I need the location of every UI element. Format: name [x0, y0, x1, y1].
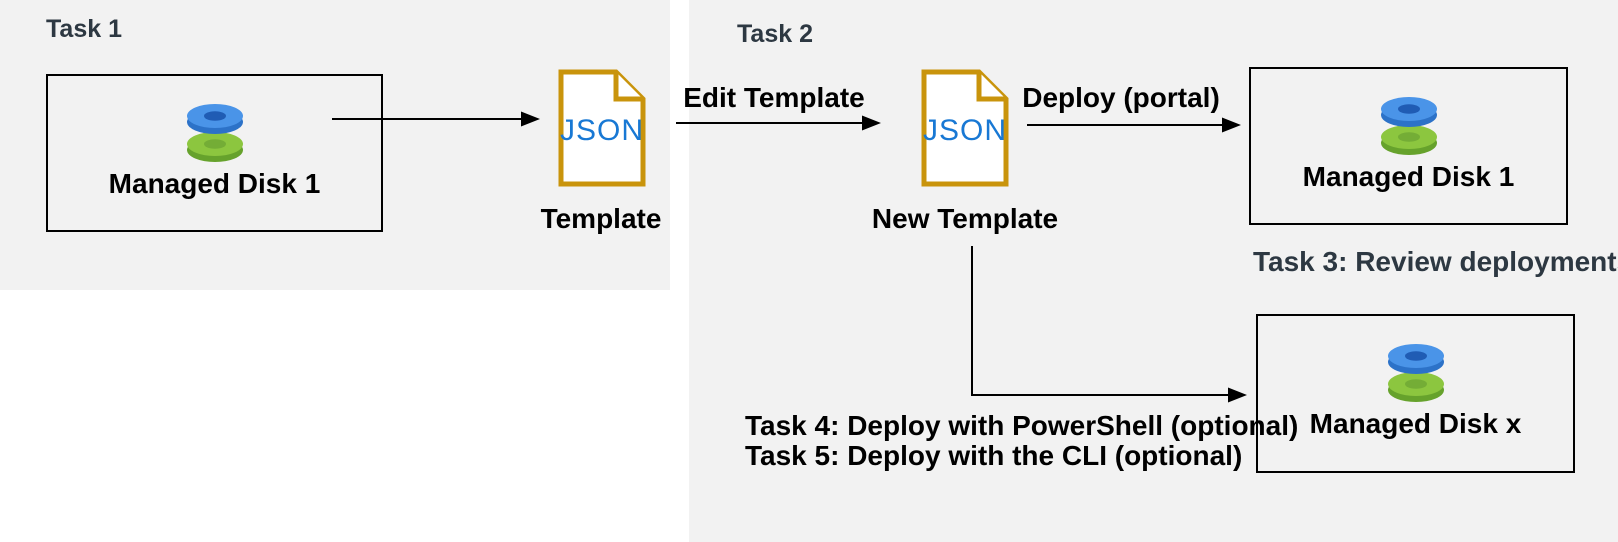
managed-disk-x-box: Managed Disk x [1256, 314, 1575, 473]
managed-disk-1-label: Managed Disk 1 [108, 168, 321, 199]
json-file-icon: JSON [920, 68, 1010, 188]
managed-disk-icon [1380, 97, 1437, 155]
deploy-portal-arrow-label: Deploy (portal) [1022, 82, 1220, 113]
managed-disk-icon [186, 104, 243, 162]
task2-heading: Task 2 [737, 20, 813, 48]
template-caption: Template [540, 203, 662, 234]
task4-task5-annotation: Task 4: Deploy with PowerShell (optional… [745, 411, 1298, 471]
managed-disk-icon [1387, 344, 1444, 402]
managed-disk-1-source-box: Managed Disk 1 [46, 74, 383, 232]
edit-template-arrow-label: Edit Template [683, 82, 865, 113]
task4-annotation: Task 4: Deploy with PowerShell (optional… [745, 410, 1299, 441]
task1-heading: Task 1 [46, 15, 122, 43]
json-file-type-label: JSON [922, 114, 1007, 147]
new-template-caption: New Template [871, 203, 1059, 234]
managed-disk-1-deployed-box: Managed Disk 1 [1249, 67, 1568, 225]
task1-panel [0, 0, 670, 290]
json-file-type-label: JSON [559, 114, 644, 147]
managed-disk-x-label: Managed Disk x [1309, 408, 1522, 439]
task3-annotation: Task 3: Review deployments [1253, 246, 1618, 277]
json-file-icon: JSON [557, 68, 647, 188]
task5-annotation: Task 5: Deploy with the CLI (optional) [745, 440, 1243, 471]
managed-disk-1-label: Managed Disk 1 [1302, 161, 1515, 192]
